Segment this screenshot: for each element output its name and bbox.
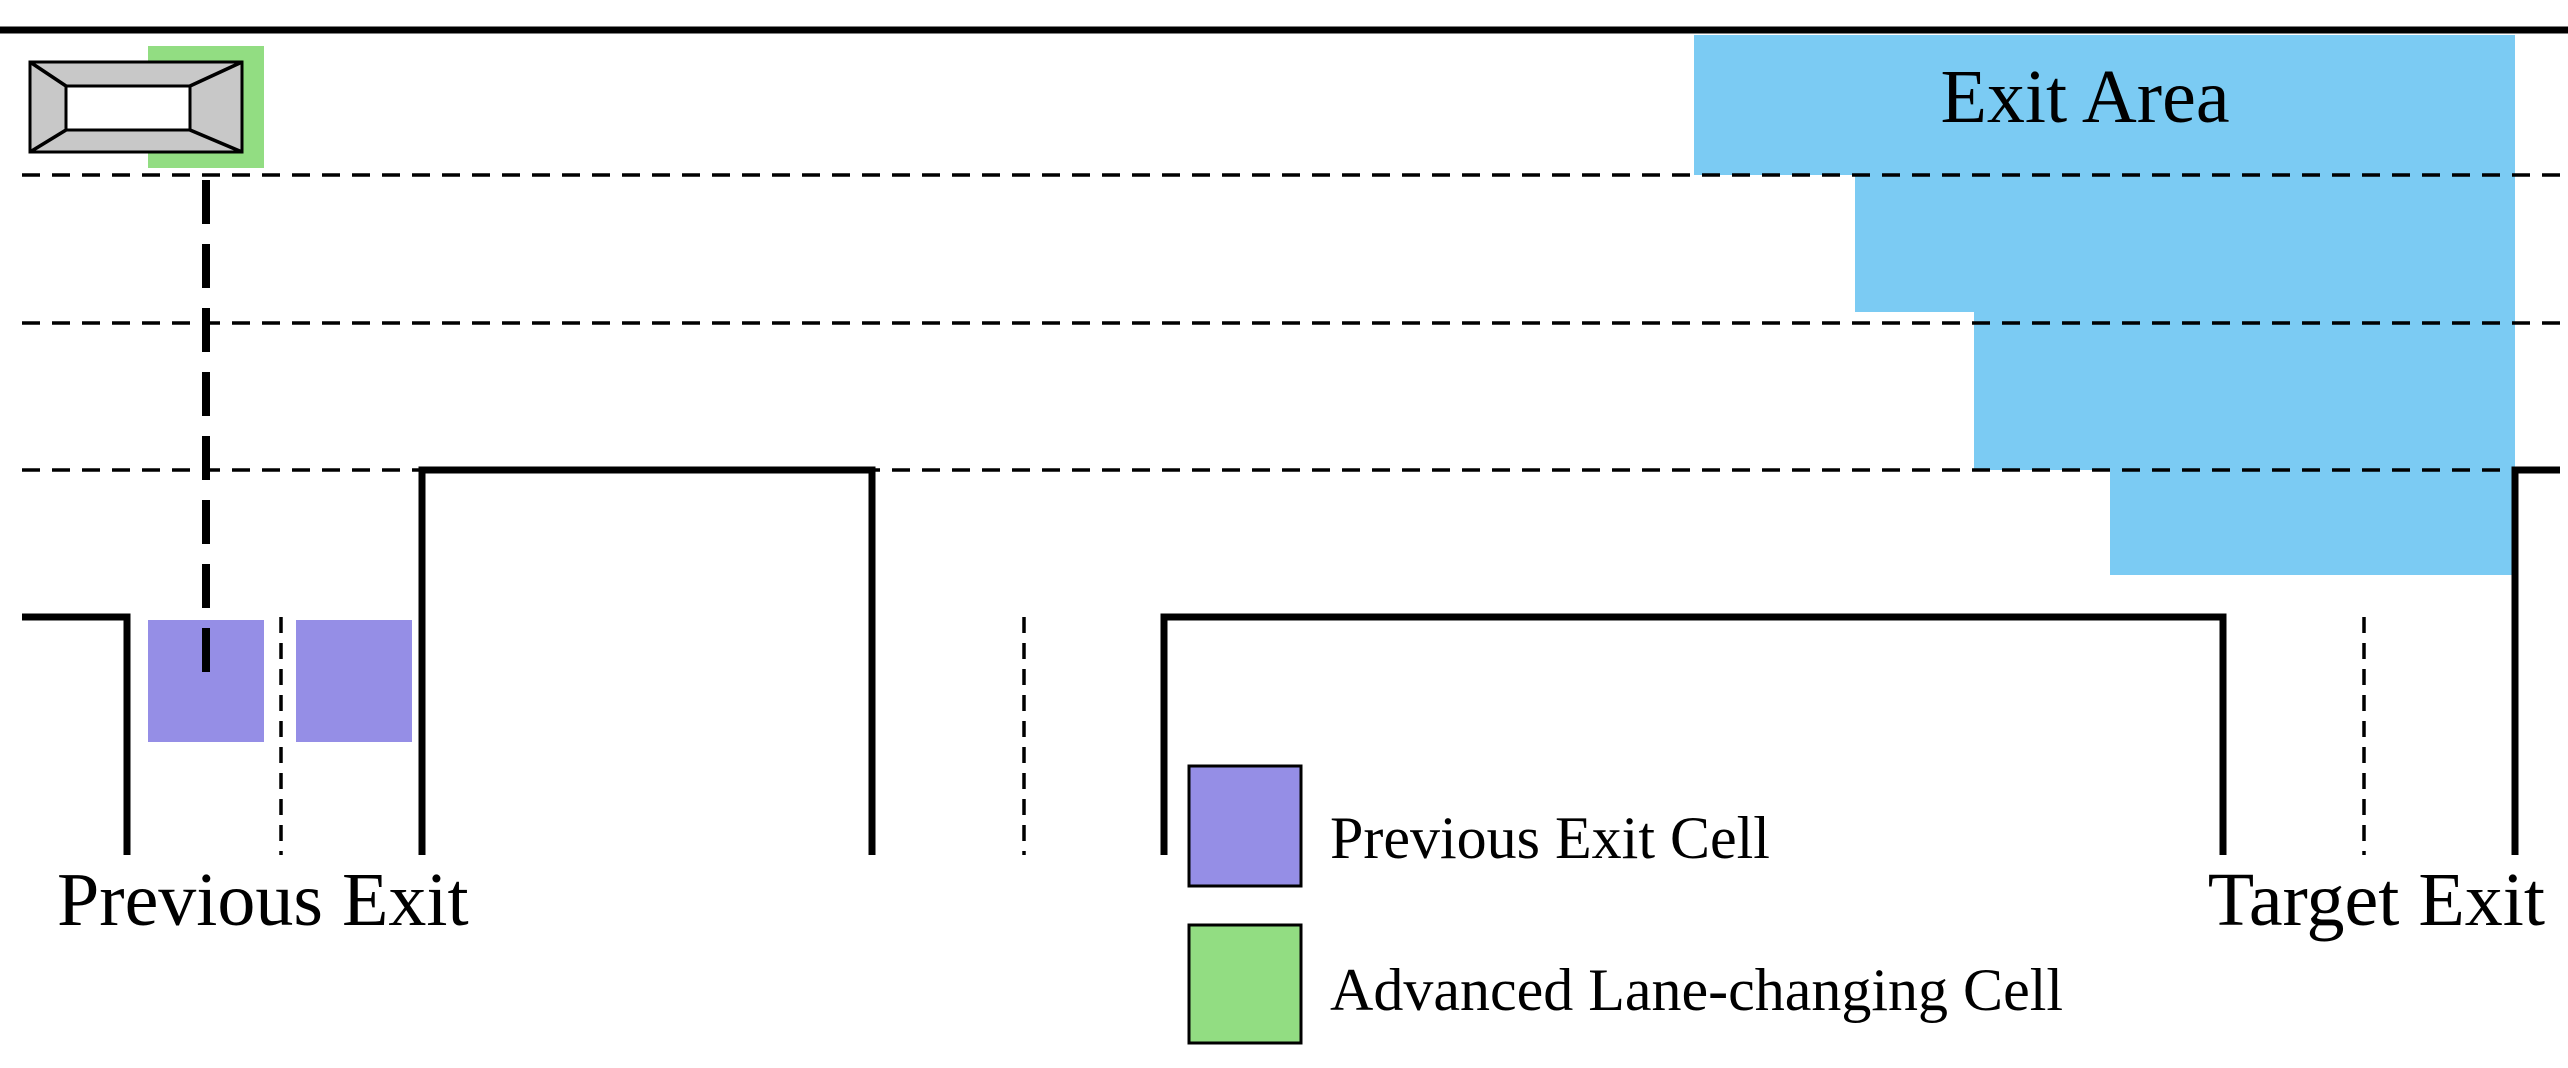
legend-label-advanced-lane-changing-cell: Advanced Lane-changing Cell: [1330, 957, 2063, 1023]
exit-area: [1694, 35, 2515, 575]
vehicle-edge-3: [29, 128, 67, 154]
target-exit-label: Target Exit: [2208, 858, 2545, 942]
legend-swatch-advanced-lane-changing-cell: [1187, 923, 1303, 1045]
cell-separators: [279, 617, 2366, 855]
legend-label-previous-exit-cell: Previous Exit Cell: [1330, 805, 1770, 871]
left-ramp-edge: [22, 613, 131, 855]
previous-exit-label: Previous Exit: [57, 858, 469, 942]
middle-island-edge: [418, 466, 876, 855]
legend: Previous Exit Cell Advanced Lane-changin…: [1187, 764, 2063, 1045]
previous-exit-cell-2: [296, 620, 412, 742]
vehicle-edge-1: [29, 60, 67, 88]
target-exit-edge: [2511, 466, 2560, 855]
legend-swatch-previous-exit-cell: [1187, 764, 1303, 888]
vehicle-window: [64, 84, 192, 132]
road-edges: [22, 466, 2560, 855]
vehicle-edge-4: [189, 128, 243, 154]
vehicle-icon: [28, 46, 264, 168]
vehicle-edge-2: [189, 60, 243, 88]
right-island-edge: [1160, 613, 2227, 855]
exit-area-label: Exit Area: [1940, 55, 2229, 139]
